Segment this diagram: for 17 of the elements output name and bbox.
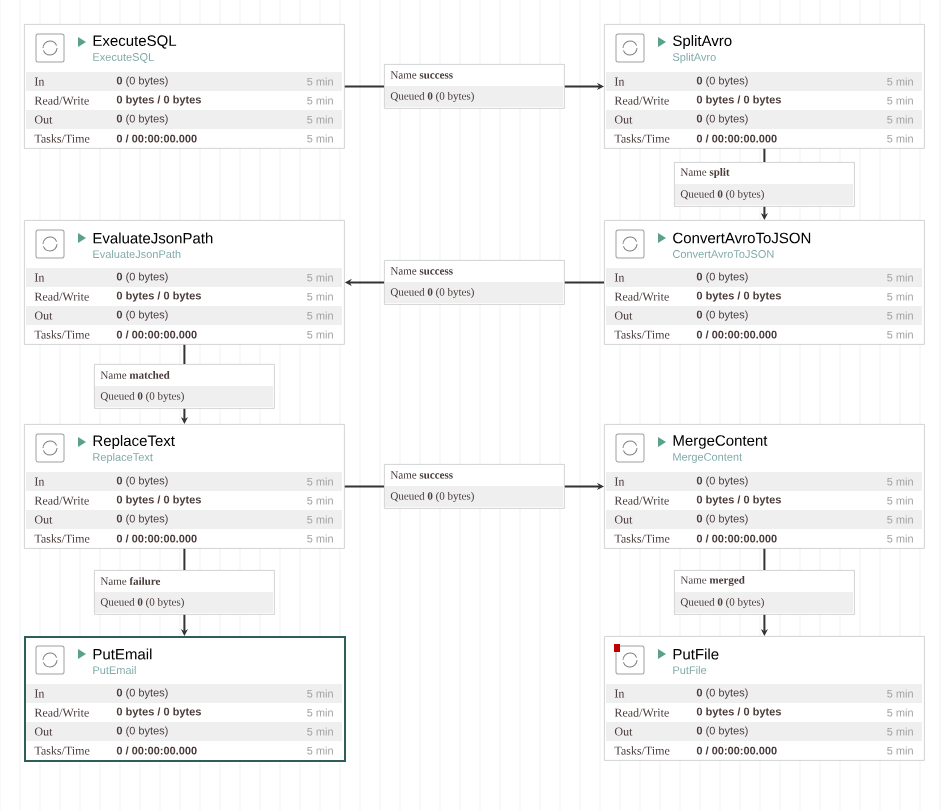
connection-line <box>183 343 186 365</box>
connection-arrow <box>563 82 604 90</box>
connection-line <box>563 281 605 284</box>
connection-line <box>343 485 385 488</box>
processor-box <box>604 220 925 345</box>
processor-box <box>24 424 345 549</box>
processor-box <box>24 24 345 149</box>
connection-line <box>343 85 385 88</box>
processor-box <box>24 220 345 345</box>
processor-box <box>604 636 925 761</box>
processor-box <box>604 24 925 149</box>
connection-line <box>763 147 766 163</box>
connection-line <box>763 547 766 571</box>
connection-arrow <box>563 482 604 490</box>
processor-box <box>24 636 346 762</box>
processor-box <box>604 424 925 549</box>
connection-line <box>183 547 186 571</box>
